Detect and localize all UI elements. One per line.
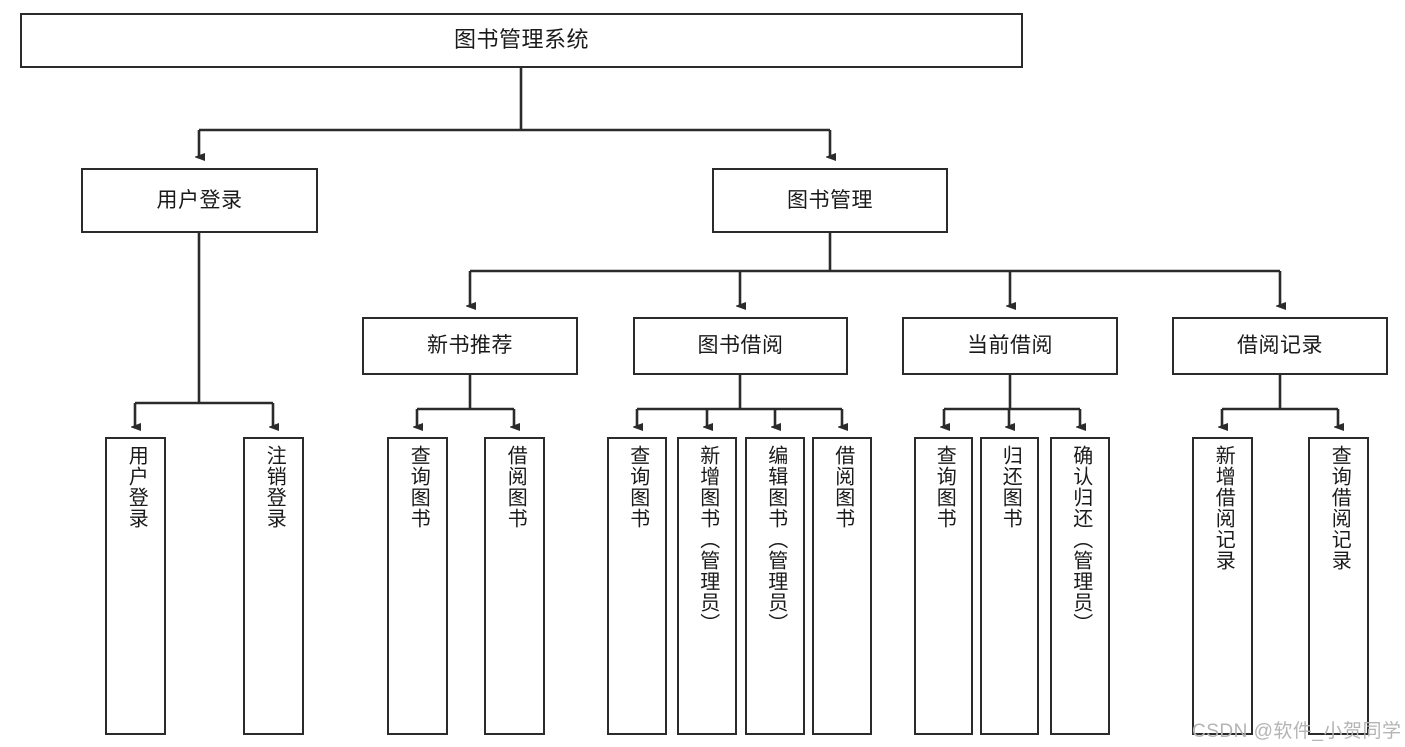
node-leaf-user-logout[interactable]: 注销登录 — [243, 437, 304, 735]
node-leaf-rec-add[interactable]: 新增借阅记录 — [1192, 437, 1253, 735]
leaf-label: 用户登录 — [125, 445, 148, 529]
node-leaf-rec-query2[interactable]: 查询借阅记录 — [1308, 437, 1369, 735]
leaf-label: 查询借阅记录 — [1328, 445, 1351, 571]
node-leaf-cur-return[interactable]: 归还图书 — [980, 437, 1039, 735]
leaf-label: 确认归还（管理员） — [1069, 445, 1092, 634]
node-leaf-borrow-query[interactable]: 查询图书 — [607, 437, 667, 735]
node-leaf-cur-confirm[interactable]: 确认归还（管理员） — [1050, 437, 1110, 735]
node-user-login[interactable]: 用户登录 — [81, 168, 318, 233]
leaf-label: 查询图书 — [626, 445, 649, 529]
node-book-borrow[interactable]: 图书借阅 — [633, 317, 848, 375]
node-leaf-cur-query[interactable]: 查询图书 — [914, 437, 973, 735]
leaf-label: 查询图书 — [407, 445, 430, 529]
node-leaf-rec-query[interactable]: 查询图书 — [387, 437, 448, 735]
leaf-label: 借阅图书 — [831, 445, 854, 529]
node-root[interactable]: 图书管理系统 — [20, 13, 1023, 68]
leaf-label: 查询图书 — [933, 445, 956, 529]
node-new-book-rec[interactable]: 新书推荐 — [362, 317, 578, 375]
csdn-watermark: CSDN @软件_小贺同学 — [1192, 721, 1402, 742]
node-leaf-rec-borrow[interactable]: 借阅图书 — [484, 437, 545, 735]
node-leaf-borrow-edit[interactable]: 编辑图书（管理员） — [745, 437, 805, 735]
node-borrow-record[interactable]: 借阅记录 — [1172, 317, 1388, 375]
node-current-borrow[interactable]: 当前借阅 — [902, 317, 1118, 375]
leaf-label: 新增图书（管理员） — [696, 445, 719, 634]
node-leaf-borrow-lend[interactable]: 借阅图书 — [812, 437, 872, 735]
node-book-manage[interactable]: 图书管理 — [712, 168, 948, 233]
node-leaf-borrow-add[interactable]: 新增图书（管理员） — [677, 437, 737, 735]
leaf-label: 借阅图书 — [504, 445, 527, 529]
leaf-label: 编辑图书（管理员） — [764, 445, 787, 634]
leaf-label: 注销登录 — [263, 445, 286, 529]
leaf-label: 归还图书 — [999, 445, 1022, 529]
leaf-label: 新增借阅记录 — [1212, 445, 1235, 571]
node-leaf-user-login[interactable]: 用户登录 — [105, 437, 166, 735]
